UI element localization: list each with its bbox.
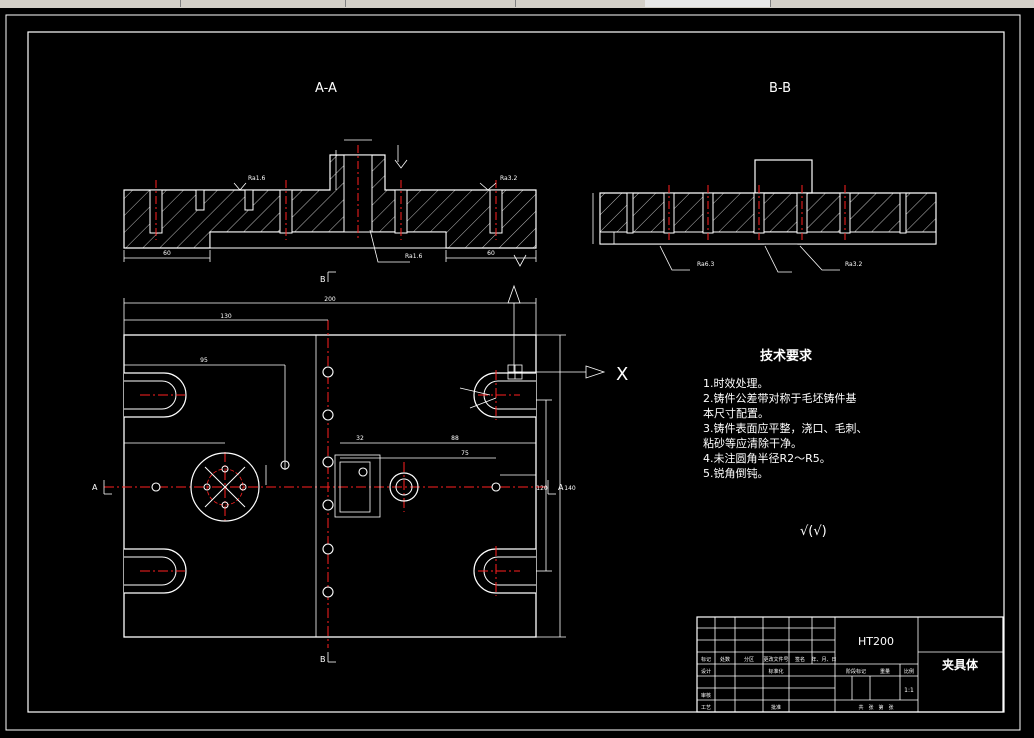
svg-text:B: B bbox=[320, 655, 326, 664]
svg-text:75: 75 bbox=[461, 450, 469, 457]
toolbar-segment[interactable] bbox=[515, 0, 646, 7]
section-aa-label: A-A bbox=[315, 81, 337, 96]
plan-outline bbox=[123, 334, 537, 638]
svg-text:标准化: 标准化 bbox=[768, 668, 783, 675]
x-direction-label: X bbox=[616, 364, 628, 385]
section-bb-label: B-B bbox=[769, 81, 791, 96]
svg-text:年、月、日: 年、月、日 bbox=[811, 656, 836, 663]
part-name: 夹具体 bbox=[942, 657, 979, 672]
material-label: HT200 bbox=[858, 635, 894, 648]
svg-text:Ra3.2: Ra3.2 bbox=[500, 175, 517, 182]
outer-frame bbox=[5, 14, 1021, 731]
svg-text:Ra1.6: Ra1.6 bbox=[405, 253, 422, 260]
svg-text:A: A bbox=[558, 483, 564, 492]
svg-text:阶段标记: 阶段标记 bbox=[846, 668, 866, 675]
svg-text:5.锐角倒钝。: 5.锐角倒钝。 bbox=[703, 466, 769, 480]
svg-text:1.时效处理。: 1.时效处理。 bbox=[703, 376, 769, 390]
svg-text:4.未注圆角半径R2～R5。: 4.未注圆角半径R2～R5。 bbox=[703, 451, 831, 465]
svg-text:审核: 审核 bbox=[701, 692, 711, 699]
toolbar-segment[interactable] bbox=[645, 0, 771, 7]
toolbar-segment[interactable] bbox=[345, 0, 516, 7]
section-bb: B-B Ra6.3 Ra3.2 bbox=[592, 81, 937, 273]
title-block: HT200 夹具体 1:1 标记 处数 分区 更改文件号 签名 年、月、日 设计… bbox=[696, 616, 1004, 713]
svg-text:工艺: 工艺 bbox=[701, 705, 711, 711]
svg-text:120: 120 bbox=[536, 485, 548, 492]
inner-frame bbox=[27, 31, 1005, 713]
svg-text:95: 95 bbox=[200, 357, 208, 364]
svg-text:签名: 签名 bbox=[795, 656, 805, 663]
locating-boss bbox=[190, 452, 260, 522]
svg-text:处数: 处数 bbox=[720, 656, 730, 663]
svg-text:130: 130 bbox=[220, 313, 232, 320]
svg-text:2.铸件公差带对称于毛坯铸件基: 2.铸件公差带对称于毛坯铸件基 bbox=[703, 391, 857, 405]
svg-text:60: 60 bbox=[487, 250, 495, 257]
svg-text:B: B bbox=[320, 275, 326, 284]
svg-text:A: A bbox=[92, 483, 98, 492]
tech-requirements: 技术要求 1.时效处理。 2.铸件公差带对称于毛坯铸件基 本尺寸配置。 3.铸件… bbox=[703, 348, 868, 539]
svg-text:本尺寸配置。: 本尺寸配置。 bbox=[703, 406, 769, 420]
svg-text:重量: 重量 bbox=[880, 668, 890, 675]
drawing-canvas[interactable]: A-A bbox=[0, 8, 1034, 734]
svg-text:32: 32 bbox=[356, 435, 364, 442]
svg-text:Ra6.3: Ra6.3 bbox=[697, 261, 714, 268]
roughness-note: √(√) bbox=[800, 524, 827, 539]
svg-text:200: 200 bbox=[324, 296, 336, 303]
svg-text:140: 140 bbox=[564, 485, 576, 492]
toolbar-segment[interactable] bbox=[180, 0, 346, 7]
svg-text:88: 88 bbox=[451, 435, 459, 442]
svg-text:60: 60 bbox=[163, 250, 171, 257]
svg-text:标记: 标记 bbox=[701, 656, 711, 663]
svg-text:设计: 设计 bbox=[701, 668, 711, 675]
toolbar-segment[interactable] bbox=[770, 0, 1034, 7]
cad-drawing: A-A bbox=[5, 14, 1021, 731]
svg-text:1:1: 1:1 bbox=[904, 687, 914, 694]
svg-text:Ra3.2: Ra3.2 bbox=[845, 261, 862, 268]
svg-text:3.铸件表面应平整，浇口、毛刺、: 3.铸件表面应平整，浇口、毛刺、 bbox=[703, 421, 868, 435]
svg-text:批准: 批准 bbox=[771, 704, 781, 711]
svg-text:Ra1.6: Ra1.6 bbox=[248, 175, 265, 182]
svg-text:共 张 第 张: 共 张 第 张 bbox=[858, 704, 893, 711]
svg-text:粘砂等应清除干净。: 粘砂等应清除干净。 bbox=[703, 436, 802, 450]
toolbar-segment[interactable] bbox=[0, 0, 181, 7]
section-aa: A-A bbox=[123, 81, 537, 267]
svg-text:更改文件号: 更改文件号 bbox=[763, 656, 788, 663]
tech-req-title: 技术要求 bbox=[760, 348, 813, 364]
svg-text:分区: 分区 bbox=[744, 656, 754, 663]
svg-text:比例: 比例 bbox=[904, 668, 914, 675]
plan-view: 200 130 95 88 75 32 120 140 A A B B X bbox=[92, 271, 628, 664]
